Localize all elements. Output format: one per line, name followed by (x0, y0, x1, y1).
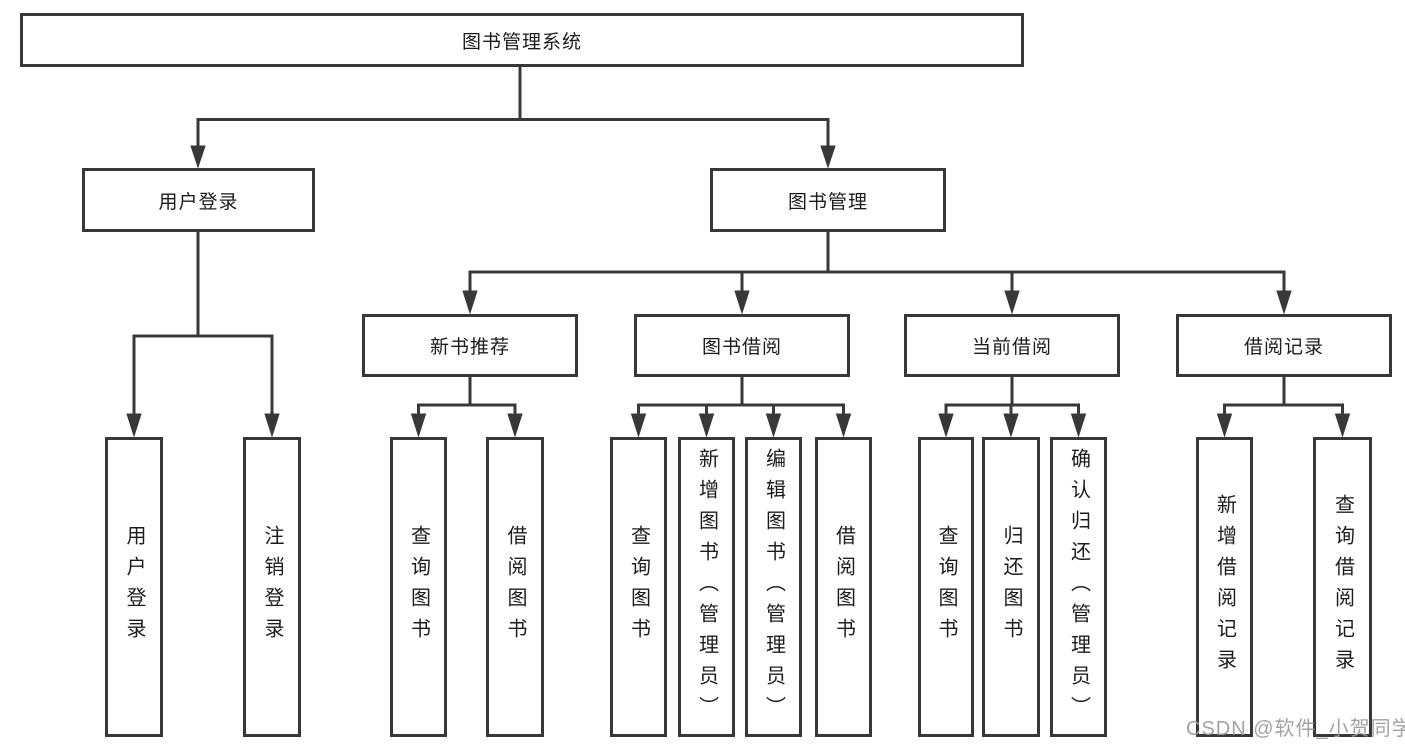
node-borrow-records-label: 借阅记录 (1243, 337, 1324, 358)
node-book-management-label: 图书管理 (787, 191, 868, 213)
node-book-borrow-label: 图书借阅 (701, 337, 782, 358)
leaf-edit-book-admin: 编辑图书（管理员） (745, 437, 802, 737)
node-user-login: 用户登录 (82, 168, 315, 232)
node-new-book-recommend: 新书推荐 (362, 314, 578, 377)
leaf-add-borrow-record: 新增借阅记录 (1196, 437, 1253, 737)
leaf-logout: 注销登录 (243, 437, 301, 737)
node-root-label: 图书管理系统 (461, 31, 582, 53)
leaf-borrow-books: 借阅图书 (815, 437, 872, 737)
node-book-borrow: 图书借阅 (634, 314, 850, 377)
leaf-user-login: 用户登录 (105, 437, 163, 737)
node-user-login-label: 用户登录 (158, 191, 239, 213)
node-root: 图书管理系统 (20, 13, 1024, 67)
leaf-query-books-current: 查询图书 (918, 437, 974, 737)
node-borrow-records: 借阅记录 (1176, 314, 1392, 377)
node-current-borrow: 当前借阅 (904, 314, 1120, 377)
leaf-query-borrow-record: 查询借阅记录 (1313, 437, 1372, 737)
leaf-return-book: 归还图书 (982, 437, 1040, 737)
watermark: CSDN @软件_小贺同学 (1186, 718, 1405, 740)
leaf-confirm-return-admin: 确认归还（管理员） (1050, 437, 1107, 737)
node-book-management: 图书管理 (710, 168, 946, 232)
node-current-borrow-label: 当前借阅 (971, 337, 1052, 358)
leaf-query-books-recommend: 查询图书 (390, 437, 447, 737)
leaf-add-book-admin: 新增图书（管理员） (678, 437, 735, 737)
leaf-borrow-books-recommend: 借阅图书 (486, 437, 544, 737)
leaf-query-books-borrow: 查询图书 (610, 437, 667, 737)
node-new-book-recommend-label: 新书推荐 (429, 337, 510, 358)
